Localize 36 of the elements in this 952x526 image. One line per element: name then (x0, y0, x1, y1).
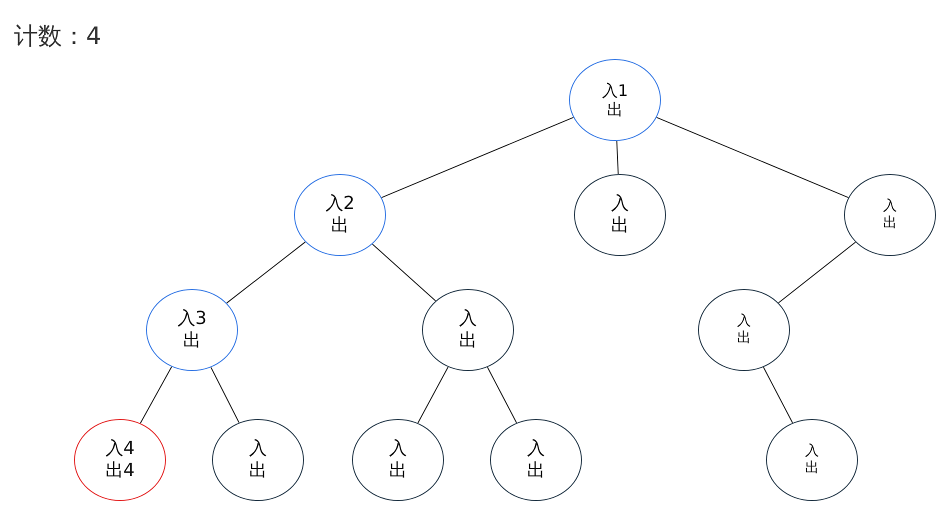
node-label: 出 (611, 215, 629, 237)
connector-line (778, 242, 856, 304)
connector-line (616, 140, 619, 175)
node-label: 出 (737, 330, 751, 347)
node-label: 入3 (177, 308, 207, 330)
node-label: 出 (607, 100, 623, 120)
node-label: 出 (389, 460, 407, 482)
node-label: 入 (805, 443, 819, 460)
node-label: 入 (611, 193, 629, 215)
node-label: 入 (389, 438, 407, 460)
node-label: 入1 (602, 80, 628, 100)
node-label: 出 (331, 215, 349, 237)
title: 计数：4 (14, 21, 102, 52)
node-label: 入4 (105, 438, 135, 460)
connector-line (226, 241, 306, 304)
node-label: 出4 (105, 460, 135, 482)
node-label: 出 (459, 330, 477, 352)
node-label: 入 (527, 438, 545, 460)
node-label: 出 (527, 460, 545, 482)
node-label: 出 (183, 330, 201, 352)
node-label: 入 (249, 438, 267, 460)
connector-line (210, 366, 240, 424)
connector-line (381, 116, 574, 198)
connector-line (486, 366, 518, 424)
node-label: 出 (805, 460, 819, 477)
connector-line (372, 244, 436, 302)
node-label: 出 (883, 215, 897, 232)
connector-line (762, 366, 794, 424)
node-label: 入2 (325, 193, 355, 215)
node-label: 入 (459, 308, 477, 330)
connector-line (140, 366, 172, 424)
node-label: 入 (737, 313, 751, 330)
connector-line (656, 116, 849, 198)
node-label: 入 (883, 198, 897, 215)
connector-line (417, 366, 449, 424)
node-label: 出 (249, 460, 267, 482)
